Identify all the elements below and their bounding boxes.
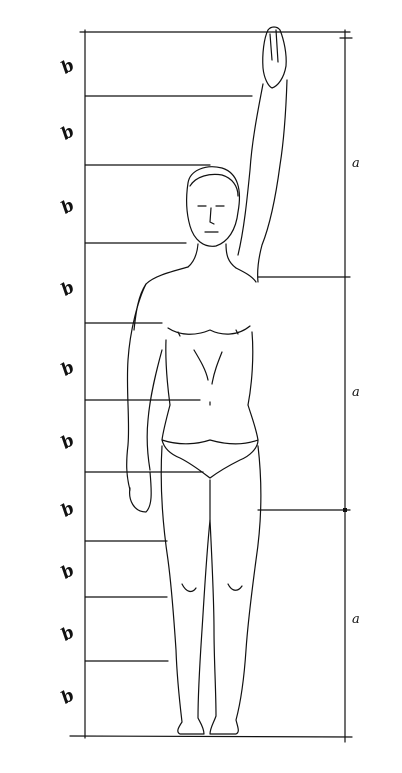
raised-hand	[263, 27, 286, 88]
raised-arm	[238, 84, 263, 255]
neck	[188, 244, 236, 268]
baseline	[70, 736, 352, 737]
hanging-hand	[130, 472, 152, 512]
torso-right	[236, 268, 256, 282]
torso-left	[134, 267, 188, 330]
right-division-marker	[343, 508, 347, 512]
head	[187, 167, 240, 247]
